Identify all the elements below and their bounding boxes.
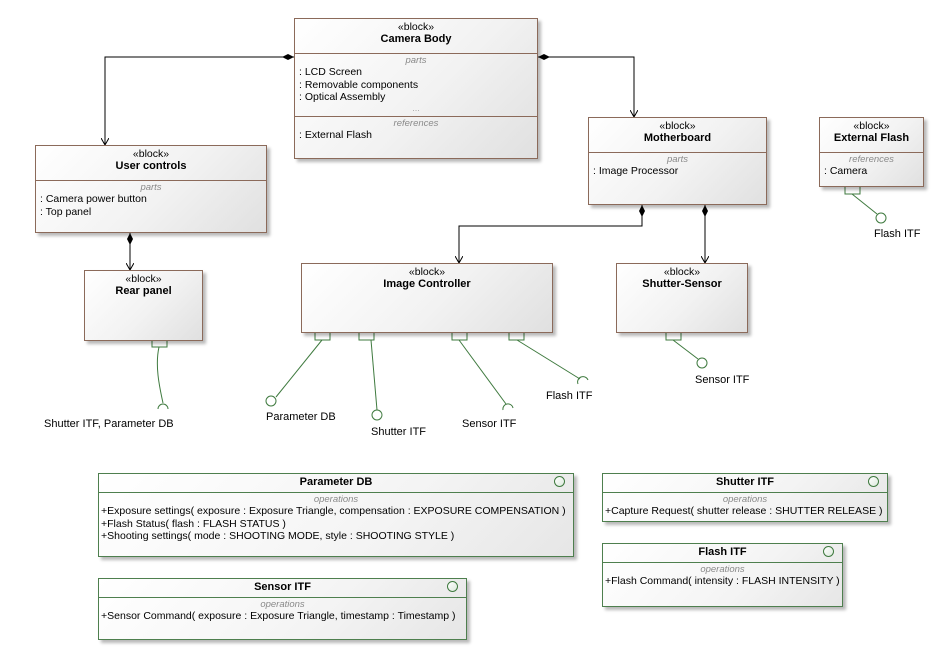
interface-lollipop-icon — [823, 546, 834, 557]
more-parts-ellipsis: ... — [412, 102, 420, 113]
block-rear-panel[interactable]: «block» Rear panel — [84, 270, 203, 341]
composition-user-controls-rear-panel[interactable] — [127, 233, 133, 270]
port-label-flash-itf: Flash ITF — [546, 390, 593, 402]
compartment-title: operations — [313, 494, 359, 505]
block-shutter-sensor[interactable]: «block» Shutter-Sensor — [616, 263, 748, 333]
parts-compartment: parts : Image Processor — [589, 152, 766, 178]
reference-item[interactable]: : Camera — [824, 165, 868, 177]
references-compartment: references : Camera — [820, 152, 923, 178]
compartment-title: operations — [700, 564, 745, 575]
interface-sensor-itf[interactable]: Sensor ITF operations +Sensor Command( e… — [98, 578, 467, 640]
interface-name: Sensor ITF — [254, 581, 311, 593]
block-name: Image Controller — [383, 278, 471, 290]
stereotype-label: «block» — [853, 120, 890, 132]
part-item[interactable]: : Optical Assembly — [299, 91, 386, 103]
operation-item[interactable]: +Capture Request( shutter release : SHUT… — [605, 505, 883, 517]
operation-item[interactable]: +Shooting settings( mode : SHOOTING MODE… — [101, 530, 455, 542]
composition-camera-body-motherboard[interactable] — [538, 54, 634, 117]
parts-compartment: parts : Camera power button : Top panel — [36, 180, 266, 218]
port-connector-flash-itf[interactable] — [516, 339, 589, 385]
interface-lollipop-icon — [554, 476, 565, 487]
interface-name: Flash ITF — [698, 546, 747, 558]
interface-lollipop-icon — [868, 476, 879, 487]
block-header: «block» Motherboard — [589, 118, 766, 152]
operation-item[interactable]: +Sensor Command( exposure : Exposure Tri… — [101, 610, 456, 622]
block-name: External Flash — [833, 132, 910, 144]
interface-shutter-itf[interactable]: Shutter ITF operations +Capture Request(… — [602, 473, 888, 522]
port-label-shutter-itf: Shutter ITF — [371, 426, 427, 438]
block-image-controller[interactable]: «block» Image Controller — [301, 263, 553, 333]
block-header: «block» External Flash — [820, 118, 923, 152]
operation-item[interactable]: +Flash Command( intensity : FLASH INTENS… — [605, 575, 840, 587]
block-motherboard[interactable]: «block» Motherboard parts : Image Proces… — [588, 117, 767, 205]
part-item[interactable]: : Image Processor — [593, 165, 679, 177]
interface-name: Parameter DB — [299, 476, 373, 488]
port-connector-shutter-sensor[interactable] — [672, 339, 708, 369]
compartment-title: references — [393, 117, 439, 129]
block-header: «block» Camera Body — [295, 19, 537, 53]
block-name: Rear panel — [115, 285, 172, 297]
operation-item[interactable]: +Exposure settings( exposure : Exposure … — [101, 505, 566, 517]
port-label-sensor-itf: Sensor ITF — [462, 418, 517, 430]
compartment-title: references — [849, 154, 894, 165]
block-header: «block» Image Controller — [302, 264, 552, 291]
operations-compartment: operations +Exposure settings( exposure … — [99, 492, 573, 543]
port-connector-sensor-itf[interactable] — [458, 339, 514, 411]
compartment-title: parts — [140, 182, 162, 193]
port-label-shutter-sensor: Sensor ITF — [695, 374, 750, 386]
block-name: Shutter-Sensor — [642, 278, 722, 290]
interface-header: Shutter ITF — [603, 474, 887, 492]
block-header: «block» Rear panel — [85, 271, 202, 298]
compartment-title: operations — [722, 494, 768, 505]
port-label-external-flash: Flash ITF — [874, 228, 921, 240]
block-name: User controls — [115, 160, 187, 172]
port-connector-rear-panel[interactable] — [156, 346, 169, 410]
part-item[interactable]: : LCD Screen — [299, 66, 363, 78]
block-header: «block» User controls — [36, 146, 266, 180]
block-external-flash[interactable]: «block» External Flash references : Came… — [819, 117, 924, 187]
port-connector-external-flash[interactable] — [851, 193, 887, 224]
interface-name: Shutter ITF — [715, 476, 775, 488]
compartment-title: parts — [666, 154, 689, 165]
stereotype-label: «block» — [663, 266, 701, 278]
references-compartment: references : External Flash — [295, 115, 537, 142]
composition-motherboard-shutter-sensor[interactable] — [702, 205, 708, 263]
block-user-controls[interactable]: «block» User controls parts : Camera pow… — [35, 145, 267, 233]
stereotype-label: «block» — [408, 266, 446, 278]
stereotype-label: «block» — [132, 148, 170, 160]
operations-compartment: operations +Capture Request( shutter rel… — [603, 492, 887, 518]
block-camera-body[interactable]: «block» Camera Body parts : LCD Screen :… — [294, 18, 538, 159]
stereotype-label: «block» — [125, 273, 162, 285]
compartment-title: parts — [405, 55, 427, 66]
part-item[interactable]: : Top panel — [40, 205, 92, 218]
compartment-title: operations — [260, 599, 305, 610]
parts-compartment: parts : LCD Screen : Removable component… — [295, 53, 537, 113]
block-name: Motherboard — [643, 132, 712, 144]
port-connector-shutter-itf[interactable] — [370, 339, 383, 421]
operations-compartment: operations +Sensor Command( exposure : E… — [99, 597, 466, 623]
interface-parameter-db[interactable]: Parameter DB operations +Exposure settin… — [98, 473, 574, 557]
port-connector-parameter-db[interactable] — [265, 339, 323, 407]
part-item[interactable]: : Removable components — [299, 78, 419, 91]
part-item[interactable]: : Camera power button — [40, 193, 147, 205]
operations-compartment: operations +Flash Command( intensity : F… — [603, 562, 842, 588]
stereotype-label: «block» — [659, 120, 696, 132]
port-label-rear-panel: Shutter ITF, Parameter DB — [44, 418, 174, 430]
interface-flash-itf[interactable]: Flash ITF operations +Flash Command( int… — [602, 543, 843, 607]
interface-lollipop-icon — [447, 581, 458, 592]
port-label-parameter-db: Parameter DB — [266, 411, 336, 423]
composition-camera-body-user-controls[interactable] — [105, 54, 294, 145]
block-header: «block» Shutter-Sensor — [617, 264, 747, 291]
block-name: Camera Body — [380, 33, 452, 45]
stereotype-label: «block» — [397, 21, 435, 33]
interface-header: Parameter DB — [99, 474, 573, 492]
composition-motherboard-image-controller[interactable] — [459, 205, 645, 263]
interface-header: Flash ITF — [603, 544, 842, 562]
operation-item[interactable]: +Flash Status( flash : FLASH STATUS ) — [101, 517, 286, 530]
reference-item[interactable]: : External Flash — [299, 128, 372, 141]
interface-header: Sensor ITF — [99, 579, 466, 597]
